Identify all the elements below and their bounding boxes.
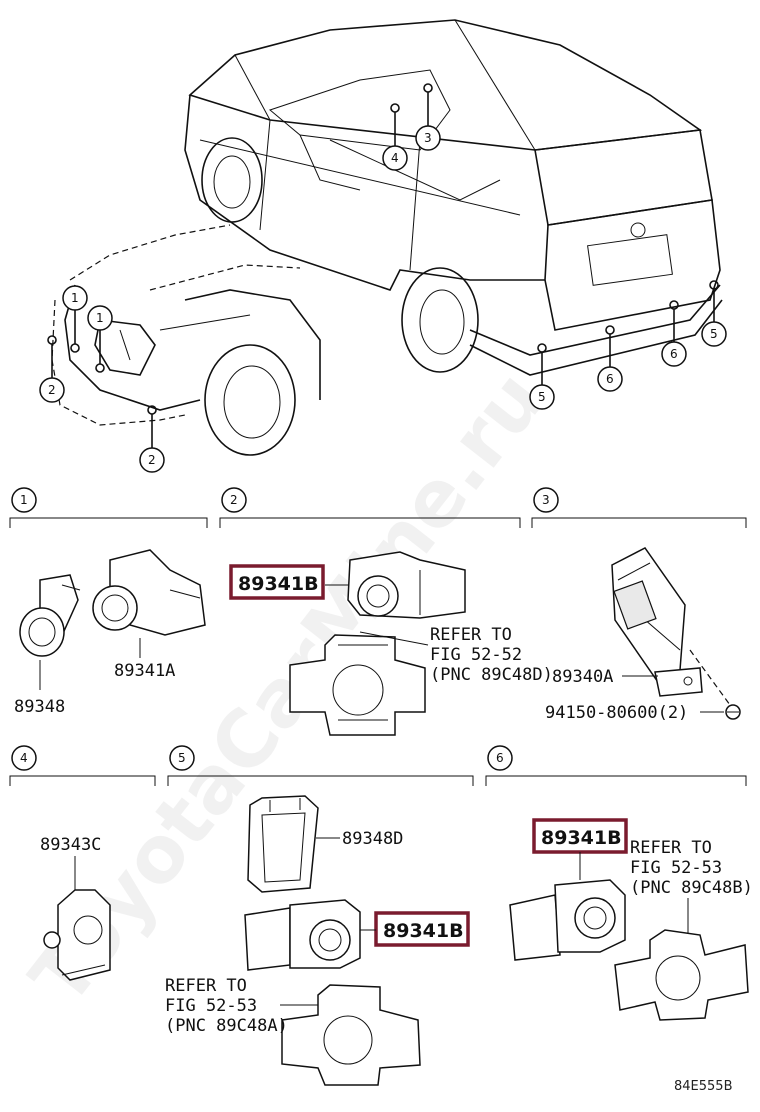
section-3-header: 3 (531, 487, 747, 528)
refer-line-3-s5: (PNC 89C48A) (165, 1016, 288, 1036)
part-label-89341b-3[interactable]: 89341B (541, 827, 622, 849)
callout-1-a: 1 (62, 285, 88, 311)
svg-text:5: 5 (710, 327, 718, 341)
part-label-89340a[interactable]: 89340A (552, 667, 613, 687)
section-2-header: 2 (219, 487, 521, 528)
bracket-drawing-6 (614, 929, 749, 1021)
svg-text:2: 2 (48, 383, 56, 397)
refer-line-1-s2: REFER TO (430, 625, 512, 645)
callout-5-left: 5 (529, 384, 555, 410)
part-label-89341a[interactable]: 89341A (114, 661, 175, 681)
svg-text:2: 2 (230, 493, 238, 507)
part-89341b-highlight-1 (229, 564, 325, 600)
part-label-89341b-1[interactable]: 89341B (238, 573, 319, 595)
section-4-header: 4 (9, 745, 156, 786)
part-89341a-drawing (92, 549, 206, 636)
callout-6-right: 6 (661, 341, 687, 367)
svg-text:2: 2 (148, 453, 156, 467)
part-89340a-drawing (611, 547, 731, 706)
svg-text:1: 1 (96, 311, 104, 325)
svg-text:6: 6 (606, 372, 614, 386)
callout-2-b: 2 (139, 447, 165, 473)
svg-text:4: 4 (20, 751, 28, 765)
section-1-header: 1 (9, 487, 208, 528)
refer-line-2-s5[interactable]: FIG 52-53 (165, 996, 257, 1016)
svg-text:1: 1 (20, 493, 28, 507)
bracket-drawing-2 (289, 634, 426, 736)
refer-line-3-s2: (PNC 89C48D) (430, 665, 553, 685)
callout-2-a: 2 (39, 377, 65, 403)
part-89341b-highlight-2 (374, 911, 470, 947)
callout-1-b: 1 (87, 305, 113, 331)
svg-text:6: 6 (670, 347, 678, 361)
part-89341b-drawing-2 (244, 899, 361, 971)
callout-6-left: 6 (597, 366, 623, 392)
svg-text:3: 3 (542, 493, 550, 507)
svg-text:4: 4 (391, 151, 399, 165)
refer-line-1-s5: REFER TO (165, 976, 247, 996)
callout-4: 4 (382, 145, 408, 171)
part-label-89341b-2[interactable]: 89341B (383, 920, 464, 942)
section-5-header: 5 (167, 745, 474, 786)
svg-text:6: 6 (496, 751, 504, 765)
svg-text:1: 1 (71, 291, 79, 305)
part-89341b-drawing-1 (347, 551, 466, 619)
svg-text:5: 5 (178, 751, 186, 765)
refer-line-2-s6[interactable]: FIG 52-53 (630, 858, 722, 878)
bracket-drawing-5 (281, 984, 421, 1086)
part-label-89348[interactable]: 89348 (14, 697, 65, 717)
clip-drawing (725, 704, 741, 720)
refer-line-3-s6: (PNC 89C48B) (630, 878, 753, 898)
callout-5-right: 5 (701, 321, 727, 347)
svg-text:3: 3 (424, 131, 432, 145)
part-89341b-drawing-3 (509, 879, 626, 961)
part-label-89343c[interactable]: 89343C (40, 835, 101, 855)
refer-line-2-s2[interactable]: FIG 52-52 (430, 645, 522, 665)
refer-line-1-s6: REFER TO (630, 838, 712, 858)
part-label-89348d[interactable]: 89348D (342, 829, 403, 849)
diagram-code: 84E555B (674, 1079, 733, 1094)
vehicle-front-view: 1 1 2 2 (39, 224, 321, 473)
part-89348-drawing (19, 574, 81, 657)
section-6-header: 6 (485, 745, 747, 786)
svg-text:5: 5 (538, 390, 546, 404)
part-label-94150-80600[interactable]: 94150-80600(2) (545, 703, 688, 723)
callout-3: 3 (415, 125, 441, 151)
vehicle-rear-view: 3 4 5 6 6 5 (184, 19, 727, 410)
part-89343c-drawing (43, 889, 111, 981)
part-89348d-drawing (247, 795, 319, 893)
